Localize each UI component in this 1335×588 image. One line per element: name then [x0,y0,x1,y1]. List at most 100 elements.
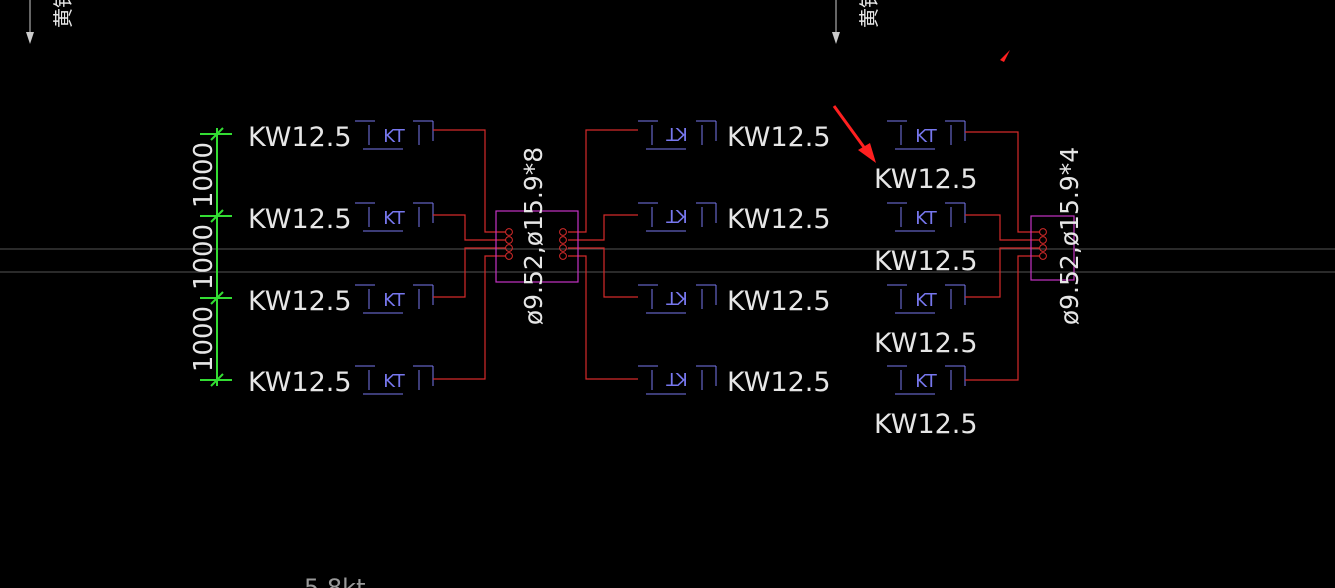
dimension-label: 1000 [189,142,219,208]
arrow-shaft [832,105,868,151]
unit-tag-text: KT [915,208,937,229]
pipe-line [568,129,638,233]
dimension-tick [210,373,224,387]
manifold-port [559,244,567,252]
unit-symbol[interactable]: KT [354,120,434,150]
bottom-fragment-text: 5.8kt [304,574,365,588]
pipe-line [965,247,1040,298]
unit-symbol[interactable]: KT [354,284,434,314]
unit-label: KW12.5 [727,286,831,317]
unit-symbol[interactable]: KT [637,120,717,150]
dimension-tick [210,291,224,305]
manifold-port [505,244,513,252]
unit-outline [886,202,966,232]
unit-tag-text: KT [665,123,687,144]
unit-tag-text: KT [665,205,687,226]
unit-tag-text: KT [383,126,405,147]
unit-symbol[interactable]: KT [886,284,966,314]
dimension-label: 1000 [189,224,219,290]
arrow-head [858,143,876,163]
dimension-label: 1000 [189,306,219,372]
manifold-port [1039,252,1047,260]
unit-outline [354,120,434,150]
unit-label: KW12.5 [727,367,831,398]
pipe-line [965,131,1040,233]
manifold-box [1030,215,1075,281]
top-mark-right-text: 黄铁 [857,0,881,28]
manifold-port [559,252,567,260]
manifold-box [495,210,579,283]
manifold-left[interactable] [495,210,579,283]
unit-tag-text: KT [915,126,937,147]
unit-outline [637,365,717,395]
unit-tag-text: KT [915,371,937,392]
arrow-head-small [1000,50,1010,62]
manifold-port [1039,228,1047,236]
unit-symbol[interactable]: KT [886,120,966,150]
unit-label: KW12.5 [727,122,831,153]
unit-label: KW12.5 [874,246,978,277]
unit-tag-text: KT [665,368,687,389]
manifold-port [559,236,567,244]
pipe-line [433,129,506,233]
unit-symbol[interactable]: KT [886,365,966,395]
unit-tag-text: KT [383,208,405,229]
manifold-port [559,228,567,236]
top-mark-left: 黄铁 [26,0,75,44]
unit-symbol[interactable]: KT [637,365,717,395]
pipe-line [965,255,1040,381]
unit-tag-text: KT [383,371,405,392]
pipe-line [965,214,1040,241]
unit-tag-text: KT [915,290,937,311]
pipe-line [568,255,638,380]
unit-outline [637,284,717,314]
top-mark-left-text: 黄铁 [51,0,75,28]
manifold-port [505,252,513,260]
unit-label: KW12.5 [874,328,978,359]
red-arrow-icon [832,105,876,163]
pipe-line [433,255,506,380]
manifold-right[interactable] [1030,215,1075,281]
unit-label: KW12.5 [248,122,352,153]
red-arrow-small-icon [1000,50,1010,62]
manifold-label-left: ø9.52,ø15.9*8 [519,147,548,325]
unit-symbol[interactable]: KT [886,202,966,232]
pipe-line [568,247,638,298]
unit-tag-text: KT [383,290,405,311]
manifold-port [1039,236,1047,244]
unit-label: KW12.5 [874,409,978,440]
dimension-tick [210,209,224,223]
unit-outline [637,202,717,232]
unit-outline [354,284,434,314]
pipe-line [568,214,638,241]
unit-symbol[interactable]: KT [637,202,717,232]
unit-symbol[interactable]: KT [354,365,434,395]
manifold-port [1039,244,1047,252]
dimension-tick [210,127,224,141]
unit-outline [886,120,966,150]
unit-label: KW12.5 [727,204,831,235]
unit-symbol[interactable]: KT [354,202,434,232]
unit-label: KW12.5 [248,286,352,317]
unit-symbol[interactable]: KT [637,284,717,314]
pipe-line [433,214,506,241]
unit-label: KW12.5 [248,204,352,235]
unit-label: KW12.5 [874,164,978,195]
unit-label: KW12.5 [248,367,352,398]
dimension-line: 1000 1000 1000 [189,127,232,387]
manifold-port [505,236,513,244]
unit-outline [354,365,434,395]
unit-outline [886,284,966,314]
unit-outline [354,202,434,232]
top-mark-right: 黄铁 [832,0,881,44]
pipe-line [433,247,506,298]
manifold-label-right: ø9.52,ø15.9*4 [1055,147,1084,325]
manifold-port [505,228,513,236]
unit-outline [637,120,717,150]
unit-tag-text: KT [665,287,687,308]
reference-lines [0,248,1335,273]
